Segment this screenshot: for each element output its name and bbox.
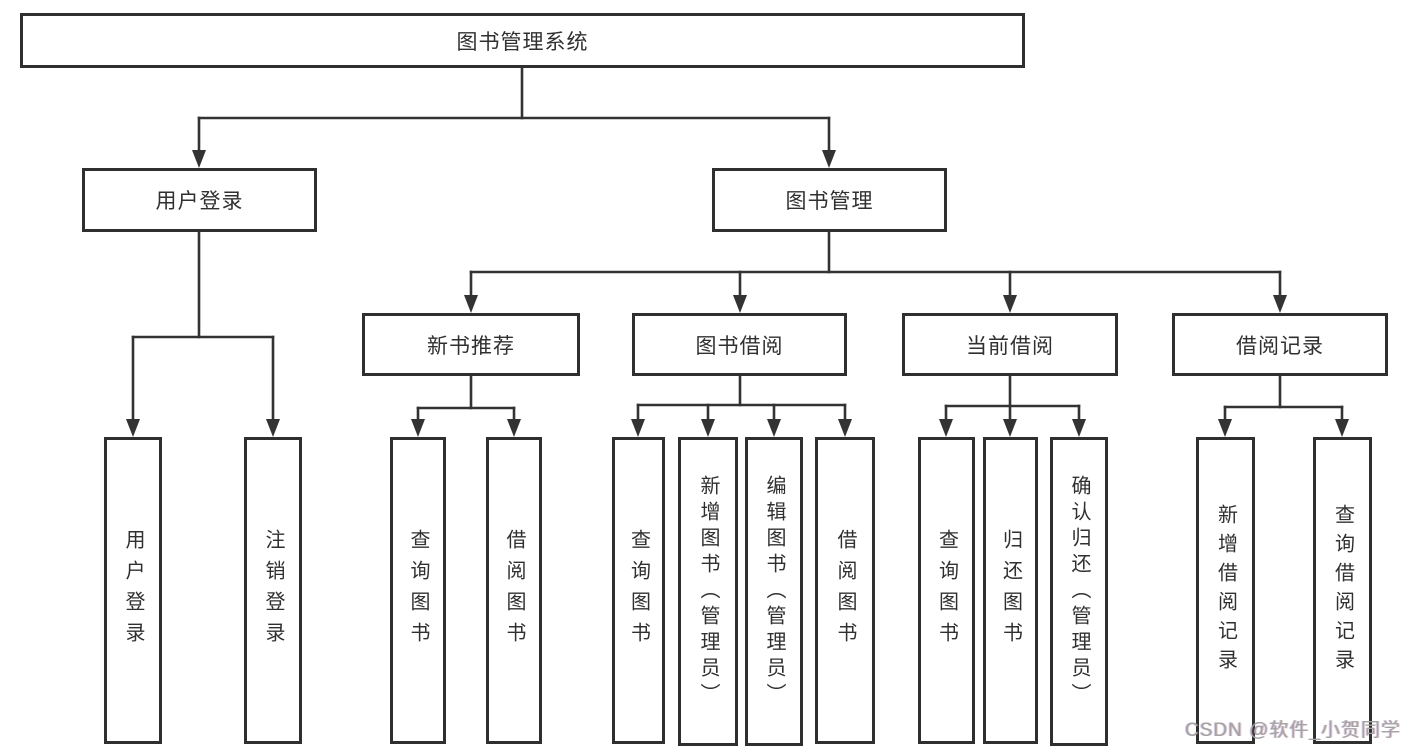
leaf-user-login-label: 用户登录 [122,528,144,653]
leaf-add-borrow-record-label: 新增借阅记录 [1214,503,1237,678]
leaf-edit-book-admin: 编辑图书（管理员） [745,437,803,746]
leaf-logout-label: 注销登录 [262,528,284,653]
leaf-query-book-borrow-label: 查询图书 [627,528,650,653]
leaf-query-book-current: 查询图书 [918,437,975,744]
node-new-book-recommend-label: 新书推荐 [427,334,515,358]
leaf-edit-book-admin-label: 编辑图书（管理员） [763,474,785,709]
leaf-return-book-label: 归还图书 [999,528,1022,653]
node-user-login: 用户登录 [82,168,317,232]
leaf-query-borrow-record-label: 查询借阅记录 [1331,503,1354,678]
leaf-query-borrow-record: 查询借阅记录 [1313,437,1372,744]
node-borrow-record: 借阅记录 [1172,313,1388,376]
node-user-login-label: 用户登录 [155,190,244,213]
node-borrow-record-label: 借阅记录 [1236,334,1324,358]
leaf-query-book-recommend: 查询图书 [390,437,446,744]
node-new-book-recommend: 新书推荐 [362,313,580,376]
leaf-user-login: 用户登录 [104,437,162,744]
leaf-borrow-book: 借阅图书 [815,437,875,744]
leaf-query-book-borrow: 查询图书 [612,437,665,744]
leaf-borrow-book-recommend-label: 借阅图书 [503,528,525,653]
leaf-borrow-book-recommend: 借阅图书 [486,437,542,744]
leaf-logout: 注销登录 [244,437,302,744]
leaf-query-book-current-label: 查询图书 [935,528,958,653]
node-book-management-label: 图书管理 [785,190,874,213]
leaf-confirm-return-admin-label: 确认归还（管理员） [1068,474,1090,709]
node-book-borrow: 图书借阅 [632,313,847,376]
leaf-add-borrow-record: 新增借阅记录 [1196,437,1255,744]
leaf-confirm-return-admin: 确认归还（管理员） [1050,437,1108,746]
node-root-label: 图书管理系统 [456,30,589,54]
node-book-management: 图书管理 [712,168,947,232]
watermark: CSDN @软件_小贺同学 [1185,720,1401,741]
node-current-borrow: 当前借阅 [902,313,1118,376]
node-book-borrow-label: 图书借阅 [695,334,784,358]
leaf-add-book-admin: 新增图书（管理员） [678,437,738,746]
node-current-borrow-label: 当前借阅 [966,334,1054,358]
leaf-add-book-admin-label: 新增图书（管理员） [697,474,719,709]
leaf-borrow-book-label: 借阅图书 [834,528,856,653]
node-root: 图书管理系统 [20,13,1025,68]
leaf-query-book-recommend-label: 查询图书 [407,528,429,653]
leaf-return-book: 归还图书 [983,437,1038,744]
